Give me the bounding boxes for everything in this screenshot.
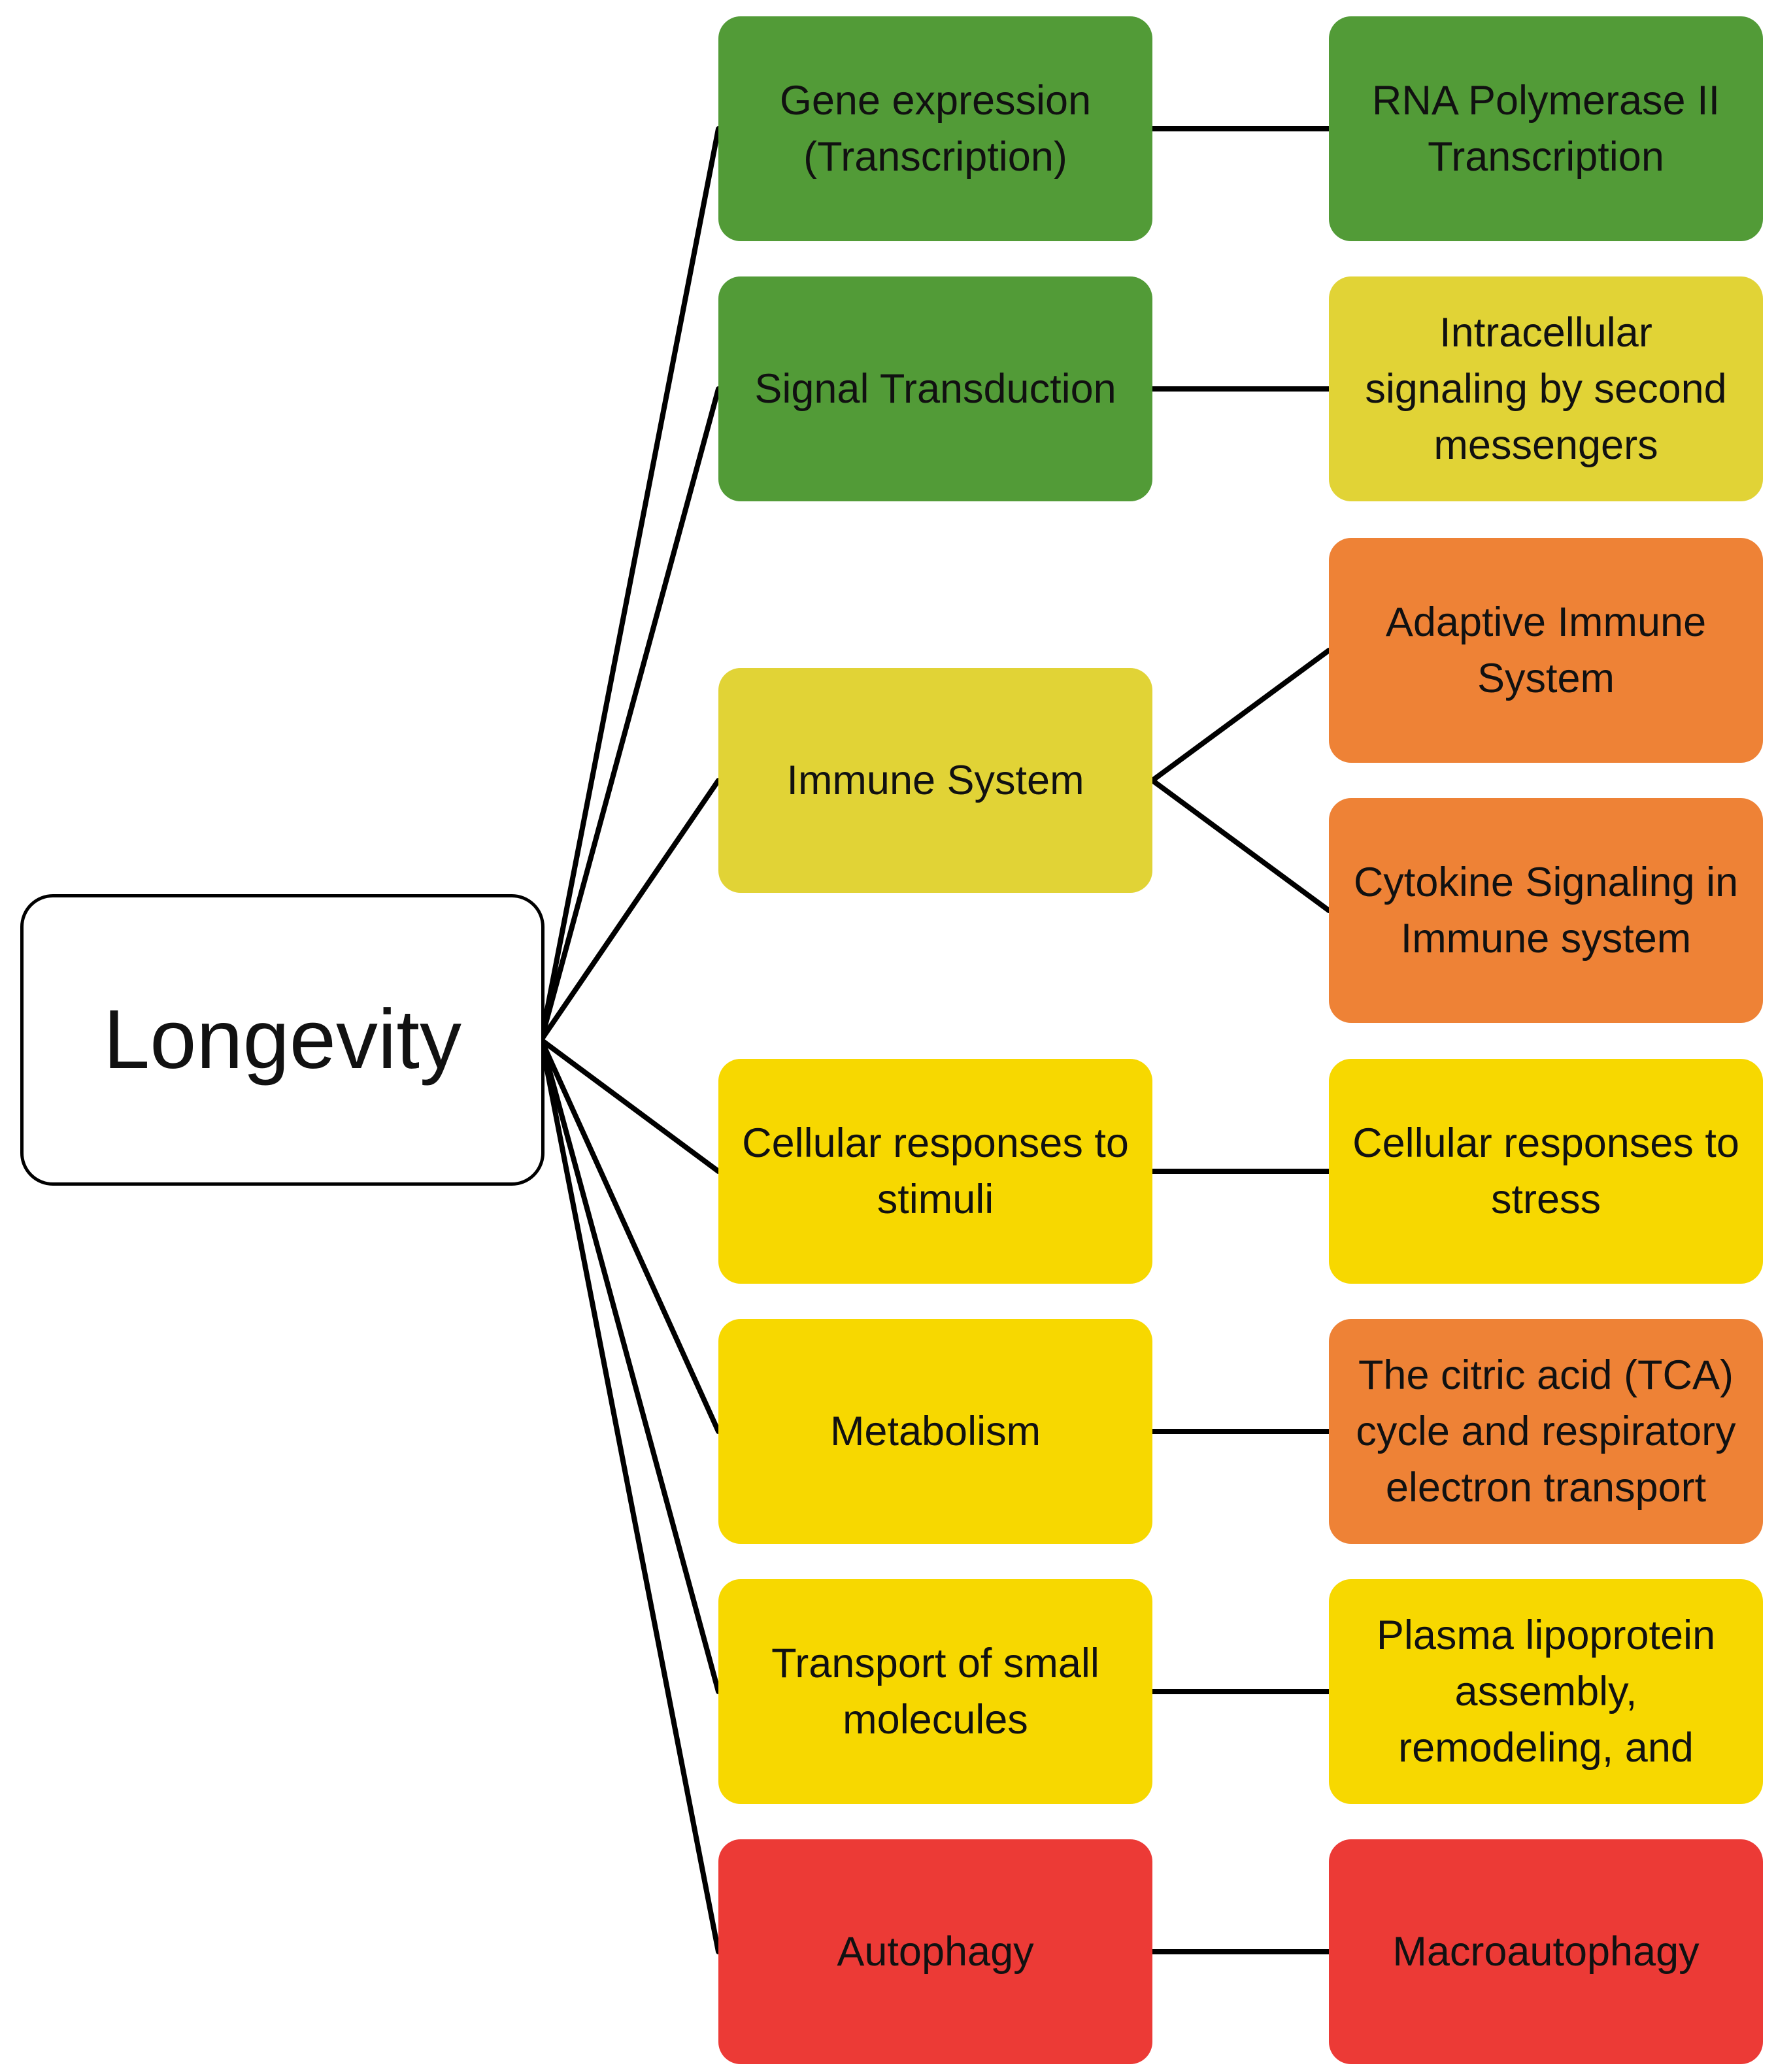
category-metabolism: Metabolism: [718, 1319, 1152, 1544]
subpathway-intracellular-signaling: Intracellular signaling by second messen…: [1329, 276, 1763, 501]
connector-root-autophagy: [539, 1037, 721, 1954]
category-cellular-responses: Cellular responses to stimuli: [718, 1059, 1152, 1284]
subpathway-rna-polymerase: RNA Polymerase II Transcription: [1329, 16, 1763, 241]
connector-root-immune-system: [539, 778, 721, 1043]
connector-root-gene-expression: [539, 126, 721, 1043]
connector-immune-adaptive: [1150, 648, 1332, 783]
subpathway-plasma-lipoprotein: Plasma lipoprotein assembly, remodeling,…: [1329, 1579, 1763, 1804]
subpathway-macroautophagy: Macroautophagy: [1329, 1839, 1763, 2064]
connector-root-transport: [539, 1037, 721, 1694]
category-gene-expression: Gene expression (Transcription): [718, 16, 1152, 241]
root-node-longevity: Longevity: [20, 894, 545, 1186]
subpathway-adaptive-immune: Adaptive Immune System: [1329, 538, 1763, 763]
connector-root-metabolism: [539, 1037, 721, 1434]
category-transport-small-molecules: Transport of small molecules: [718, 1579, 1152, 1804]
subpathway-tca-cycle: The citric acid (TCA) cycle and respirat…: [1329, 1319, 1763, 1544]
category-signal-transduction: Signal Transduction: [718, 276, 1152, 501]
connector-root-cellular-responses: [539, 1037, 721, 1174]
connector-root-signal-transduction: [539, 386, 721, 1043]
subpathway-cellular-stress: Cellular responses to stress: [1329, 1059, 1763, 1284]
connector-immune-cytokine: [1150, 778, 1332, 913]
subpathway-cytokine-signaling: Cytokine Signaling in Immune system: [1329, 798, 1763, 1023]
category-immune-system: Immune System: [718, 668, 1152, 893]
category-autophagy: Autophagy: [718, 1839, 1152, 2064]
